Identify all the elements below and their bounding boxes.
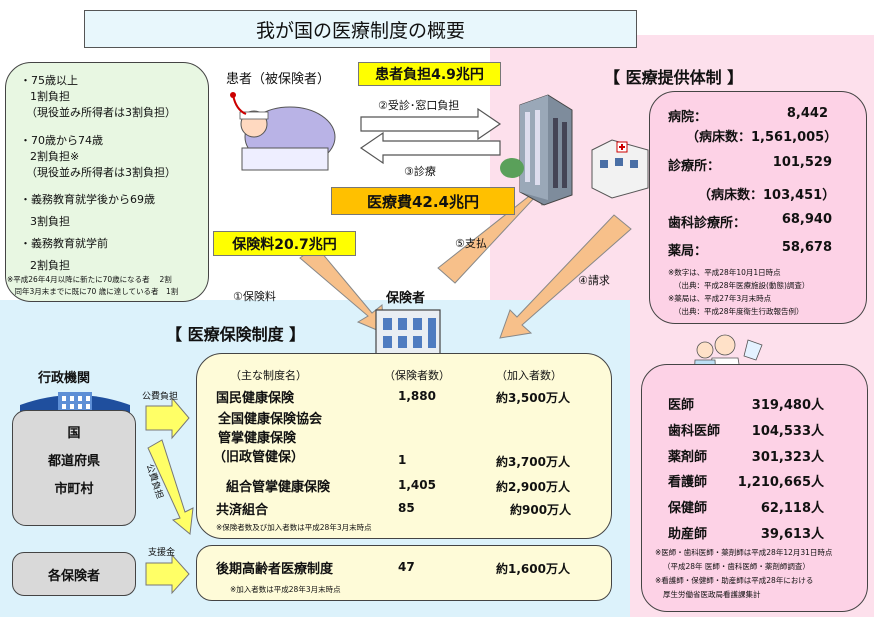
each-insurer-label: 各保険者 [47, 569, 100, 584]
arrow-visit [360, 107, 502, 141]
scheme-national-members: 約3,500万人 [496, 391, 570, 405]
clinic-beds-row: （病床数：103,451） [698, 188, 836, 203]
scheme-national: 国民健康保険 [216, 391, 295, 406]
scheme-union-members: 約2,900万人 [496, 480, 570, 494]
government-title: 行政機関 [38, 371, 91, 386]
arrow-treat [359, 131, 501, 165]
scheme-elderly-insurers: 47 [398, 560, 415, 574]
scheme-kyokai-insurers: 1 [398, 453, 407, 467]
each-insurer-box [12, 552, 136, 596]
dental-clinic-row: 歯科診療所： 68,940 [668, 212, 832, 231]
arrow-support [145, 553, 190, 595]
staff-box [641, 364, 868, 612]
scheme-kyokai: 全国健康保険協会 管掌健康保険 （旧政管健保） [213, 412, 323, 465]
scheme-elderly-members: 約1,600万人 [496, 562, 570, 576]
age-group-preschool: ・義務教育就学前 2割負担 [20, 237, 108, 272]
col-scheme: （主な制度名） [230, 369, 307, 382]
insurer-label: 保険者 [386, 291, 426, 306]
scheme-elderly: 後期高齢者医療制度 [216, 562, 334, 577]
arrow-public [145, 396, 190, 440]
hospital-illustration [500, 94, 649, 206]
hospital-count-row: 病院： 8,442 [668, 106, 828, 125]
elderly-note: ※加入者数は平成28年3月末時点 [230, 585, 341, 594]
insurance-box [196, 353, 612, 539]
insurance-note: ※保険者数及び加入者数は平成28年3月末時点 [216, 523, 372, 532]
hospital-beds-row: （病床数：1,561,005） [686, 130, 838, 145]
age-group-70-74: ・70歳から74歳 2割負担※ （現役並み所得者は3割負担） [20, 134, 176, 179]
government-box [12, 410, 136, 526]
patient-illustration [230, 92, 336, 171]
arrow-claim [499, 214, 632, 339]
facility-box [649, 91, 867, 324]
patient-label: 患者（被保険者） [226, 72, 331, 87]
scheme-mutual-insurers: 85 [398, 501, 415, 515]
scheme-union-insurers: 1,405 [398, 478, 436, 492]
scheme-mutual-members: 約900万人 [510, 503, 572, 517]
scheme-kyokai-members: 約3,700万人 [496, 455, 570, 469]
insurance-title: 【 医療保険制度 】 [166, 325, 306, 344]
facility-notes: ※数字は、平成28年10月1日時点 （出典：平成28年医療施設(動態)調査） ※… [668, 268, 810, 316]
premium-label: ①保険料 [233, 290, 276, 303]
medical-cost-amount: 医療費42.4兆円 [331, 187, 515, 215]
scheme-union: 組合管掌健康保険 [226, 480, 331, 495]
support-label: 支援金 [148, 548, 176, 558]
claim-label: ④請求 [578, 274, 610, 287]
scheme-mutual: 共済組合 [216, 503, 269, 518]
copay-amount: 患者負担4.9兆円 [358, 62, 501, 86]
pharmacy-row: 薬局： 58,678 [668, 240, 832, 259]
clinic-count-row: 診療所： 101,529 [668, 155, 832, 174]
age-box-note: ※平成26年4月以降に新たに70歳になる者 2割 同年3月末までに既に70 歳に… [7, 275, 179, 296]
public-burden-label: 公費負担 [142, 392, 179, 402]
age-group-school-69: ・義務教育就学後から69歳 3割負担 [20, 193, 155, 228]
payment-label: ⑤支払 [455, 237, 487, 250]
premium-amount: 保険料20.7兆円 [213, 231, 356, 256]
copay-by-age-box [5, 62, 209, 302]
treatment-label: ③診療 [404, 165, 436, 178]
visit-label: ②受診･窓口負担 [378, 99, 460, 112]
page-title: 我が国の医療制度の概要 [84, 10, 637, 48]
col-members: （加入者数） [496, 369, 562, 382]
arrow-public-diagonal [147, 439, 194, 535]
scheme-national-insurers: 1,880 [398, 389, 436, 403]
age-group-75: ・75歳以上 1割負担 （現役並み所得者は3割負担） [20, 74, 176, 119]
government-levels: 国 都道府県 市町村 [47, 426, 100, 497]
provision-title: 【 医療提供体制 】 [604, 68, 744, 87]
elderly-box [196, 545, 612, 601]
arrow-premium [299, 245, 385, 334]
staff-notes: ※医師・歯科医師・薬剤師は平成28年12月31日時点 （平成28年 医師・歯科医… [655, 548, 833, 599]
col-insurers: （保険者数） [384, 369, 450, 382]
